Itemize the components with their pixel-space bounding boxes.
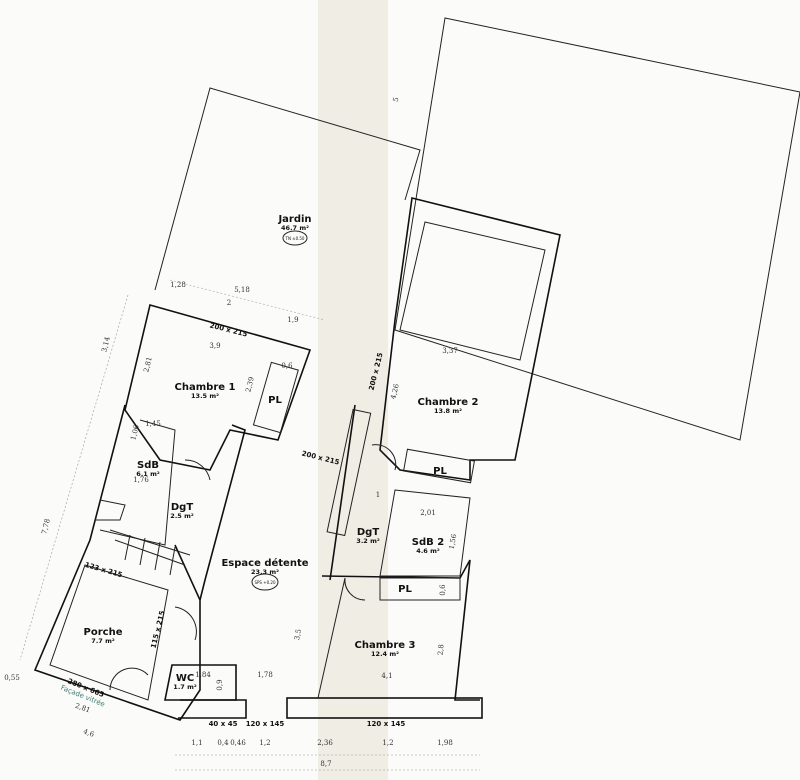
dimension-label: 4,1 (381, 672, 392, 680)
dimension-label: 5,18 (234, 286, 250, 294)
dimension-label: 3,9 (209, 342, 220, 350)
dimension-label: 2,01 (420, 509, 436, 517)
dimension-label: 1,45 (145, 420, 161, 428)
dimension-label: 0,4 (217, 739, 229, 747)
room-name-dgt2: DgT (357, 527, 379, 538)
room-name-chambre3: Chambre 3 (355, 640, 416, 651)
dimension-label: 1,56 (448, 533, 459, 550)
dimension-label: 1,84 (195, 671, 211, 679)
chambre3-walls (321, 559, 480, 701)
dimension-label: 2,8 (437, 644, 446, 656)
room-name-chambre1: Chambre 1 (175, 382, 236, 393)
dimension-label: 2,81 (74, 702, 91, 715)
level-marker-espace (251, 573, 279, 591)
room-name-jardin: Jardin (277, 214, 311, 225)
dimension-label: 0,9 (216, 679, 224, 690)
espace-right-wall (329, 404, 356, 581)
jardin-outline (154, 87, 421, 291)
stairs (95, 499, 191, 576)
dimension-label: 2,39 (244, 376, 256, 393)
dimension-label: 2 (227, 299, 231, 307)
room-name-dgt1: DgT (171, 502, 193, 513)
dimension-lines (19, 279, 480, 771)
dimension-label: 2,81 (142, 356, 154, 373)
room-area-espace: 23.3 m² (251, 568, 279, 576)
opening-label: 120 x 145 (246, 720, 285, 728)
espace-walls (199, 424, 246, 601)
dimension-label: 1,78 (257, 671, 273, 679)
dimension-label: 2,36 (317, 739, 333, 747)
room-area-jardin: 46.7 m² (281, 224, 309, 232)
dimension-label: 3,5 (293, 628, 303, 640)
dimension-label: 3,37 (442, 347, 458, 355)
courtyard-inner (399, 221, 546, 361)
pl-label-2: PL (433, 466, 447, 477)
pl-closet-2 (403, 448, 475, 484)
dimension-label: 5 (392, 96, 401, 102)
dimension-label: 0,6 (281, 362, 293, 370)
dimension-label: 1,06 (129, 423, 141, 441)
dimension-label: 1,9 (287, 316, 298, 324)
room-name-sdb2: SdB 2 (412, 537, 444, 548)
pl-closet-3 (379, 577, 461, 601)
room-area-chambre1: 13.5 m² (191, 392, 219, 400)
chambre3-inner (317, 577, 346, 699)
room-area-dgt1: 2.5 m² (170, 512, 194, 520)
dimension-label: 1,76 (133, 476, 149, 484)
neighbour-plot-outline (394, 17, 800, 441)
opening-label: 115 x 215 (150, 610, 167, 650)
chambre2-walls (379, 197, 561, 481)
dimension-label: 0,46 (230, 739, 246, 747)
door-swings (109, 444, 397, 691)
room-name-porche: Porche (84, 627, 123, 638)
dimension-label: 0,6 (439, 584, 447, 596)
dgt2-wall (326, 408, 372, 537)
pl-closet-1 (252, 361, 299, 434)
sdb2-walls (379, 489, 471, 577)
opening-label: 200 x 215 (209, 322, 249, 339)
room-level-espace: SPS +0.20 (254, 580, 275, 585)
porche-walls (49, 564, 169, 701)
dimension-label: 1 (376, 491, 380, 499)
room-level-jardin: TN ±0.50 (285, 236, 305, 241)
room-name-sdb: SdB (137, 460, 159, 471)
dimension-label: 4,6 (82, 727, 96, 739)
opening-label: 120 x 145 (367, 720, 406, 728)
room-area-chambre2: 13.8 m² (434, 407, 462, 415)
dimension-label: 3,14 (100, 335, 112, 353)
dimension-label: 4,26 (389, 382, 401, 400)
pl-label-3: PL (398, 584, 412, 595)
dimension-labels: 1,28 5,18 2 1,9 3,14 2,81 3,9 0,6 2,39 1… (4, 96, 458, 768)
room-area-wc: 1.7 m² (173, 683, 197, 691)
dimension-label: 1,2 (259, 739, 270, 747)
dimension-label: 0,55 (4, 674, 20, 682)
room-area-porche: 7.7 m² (91, 637, 115, 645)
paper-fold-shadow (318, 0, 388, 780)
south-wall (178, 699, 247, 719)
opening-label: 123 x 215 (84, 561, 123, 579)
chambre1-walls (124, 304, 312, 471)
level-marker-jardin (282, 230, 308, 246)
room-name-chambre2: Chambre 2 (418, 397, 479, 408)
dimension-label: 1,28 (170, 281, 186, 289)
room-area-dgt2: 3.2 m² (356, 537, 380, 545)
room-area-sdb: 6.1 m² (136, 470, 160, 478)
south-wall-right (286, 697, 483, 719)
dimension-label: 1,1 (191, 739, 202, 747)
room-area-chambre3: 12.4 m² (371, 650, 399, 658)
dimension-label: 8,7 (320, 760, 331, 768)
room-name-espace: Espace détente (221, 557, 308, 569)
opening-label: 40 x 45 (209, 720, 238, 728)
dimension-label: 1,98 (437, 739, 453, 747)
room-area-sdb2: 4.6 m² (416, 547, 440, 555)
pl-label-1: PL (268, 395, 282, 406)
dimension-label: 7,78 (40, 518, 52, 535)
dimension-label: 1,2 (382, 739, 393, 747)
room-name-wc: WC (176, 673, 194, 684)
